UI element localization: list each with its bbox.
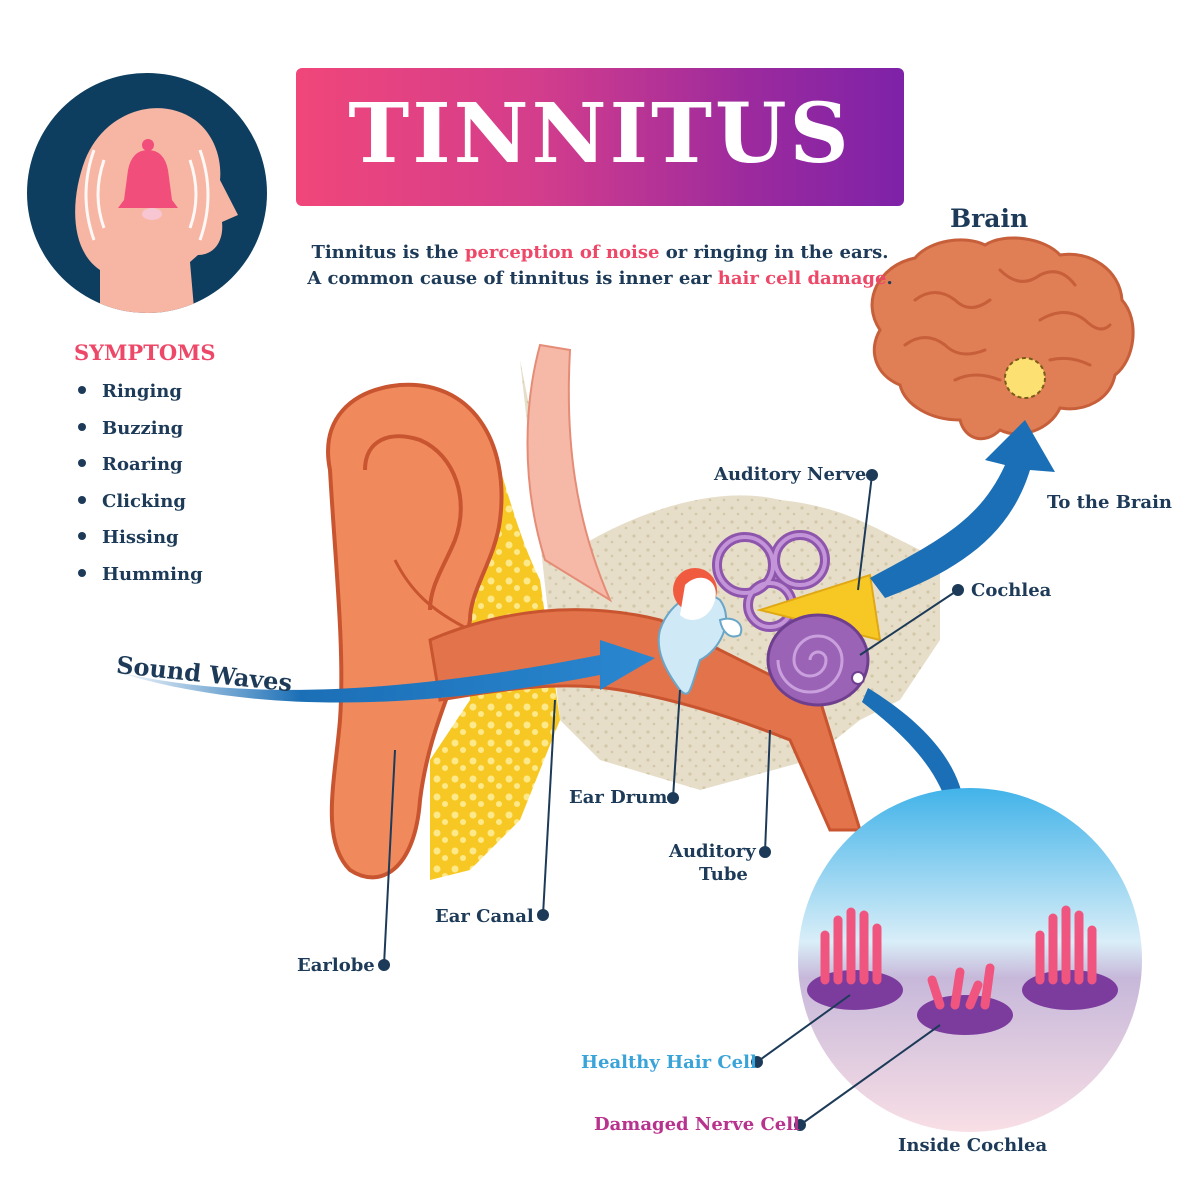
bullet-icon: [78, 568, 86, 577]
inside-cochlea-label: Inside Cochlea: [898, 1135, 1048, 1156]
symptom-item: Clicking: [78, 488, 203, 525]
symptom-item: Roaring: [78, 451, 203, 488]
head-bell-icon: [27, 73, 267, 313]
auditory-nerve-label: Auditory Nerve: [714, 464, 867, 485]
healthy-hair-cell-label: Healthy Hair Cell: [581, 1052, 757, 1073]
auditory-tube-label-1: Auditory: [669, 841, 756, 862]
ear-canal-label: Ear Canal: [435, 906, 534, 927]
symptoms-list: Ringing Buzzing Roaring Clicking Hissing…: [78, 378, 203, 597]
intro-text: Tinnitus is the perception of noise or r…: [290, 240, 910, 292]
to-brain-label: To the Brain: [1047, 492, 1173, 513]
bullet-icon: [78, 386, 86, 394]
inside-cochlea-view: [798, 788, 1142, 1132]
bullet-icon: [78, 422, 86, 431]
intro-line1-b: or ringing in the ears.: [659, 242, 889, 263]
intro-line2-b: .: [886, 268, 893, 289]
bullet-icon: [78, 459, 86, 467]
damaged-nerve-cell-label: Damaged Nerve Cell: [594, 1114, 800, 1135]
symptom-item: Ringing: [78, 378, 203, 415]
earlobe-label: Earlobe: [297, 955, 375, 976]
symptom-label: Hissing: [102, 527, 179, 548]
symptom-item: Humming: [78, 561, 203, 598]
brain-label: Brain: [950, 204, 1029, 233]
intro-line1-a: Tinnitus is the: [311, 242, 465, 263]
cochlea-label: Cochlea: [971, 580, 1052, 601]
page-title: TINNITUS: [348, 86, 852, 182]
to-brain-arrow: [870, 420, 1055, 598]
ear-cross-section: [326, 343, 940, 880]
symptom-label: Humming: [102, 563, 203, 585]
bullet-icon: [78, 495, 86, 504]
symptom-item: Buzzing: [78, 415, 203, 452]
intro-highlight-1: perception of noise: [464, 242, 660, 263]
auditory-tube-label-2: Tube: [699, 864, 748, 885]
symptom-label: Buzzing: [102, 417, 184, 439]
symptom-label: Roaring: [102, 454, 183, 475]
ear-drum-label: Ear Drum: [569, 787, 668, 808]
title-banner: [296, 68, 904, 206]
symptom-item: Hissing: [78, 524, 203, 561]
intro-highlight-2: hair cell damage: [717, 268, 887, 289]
brain-illustration: [870, 236, 1135, 441]
leader-lines: [378, 469, 964, 1131]
symptom-label: Ringing: [102, 381, 182, 402]
symptoms-heading: SYMPTOMS: [74, 340, 216, 365]
intro-line2-a: A common cause of tinnitus is inner ear: [307, 268, 718, 289]
sound-wave-arrow: [110, 640, 655, 703]
bullet-icon: [78, 532, 86, 540]
symptom-label: Clicking: [102, 490, 186, 512]
